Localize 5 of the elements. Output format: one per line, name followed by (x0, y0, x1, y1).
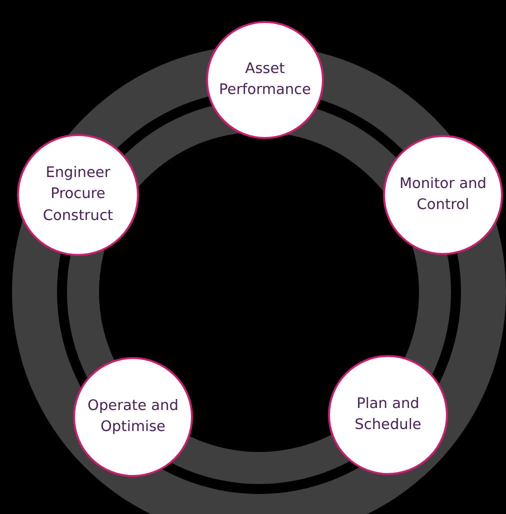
stage-label: Operate and Optimise (86, 396, 180, 437)
stage-label: Asset Performance (218, 60, 312, 100)
stage-label: Plan and Schedule (354, 394, 422, 435)
stage-label: Monitor and Control (398, 174, 488, 215)
stage-label: Engineer Procure Construct (42, 164, 114, 226)
